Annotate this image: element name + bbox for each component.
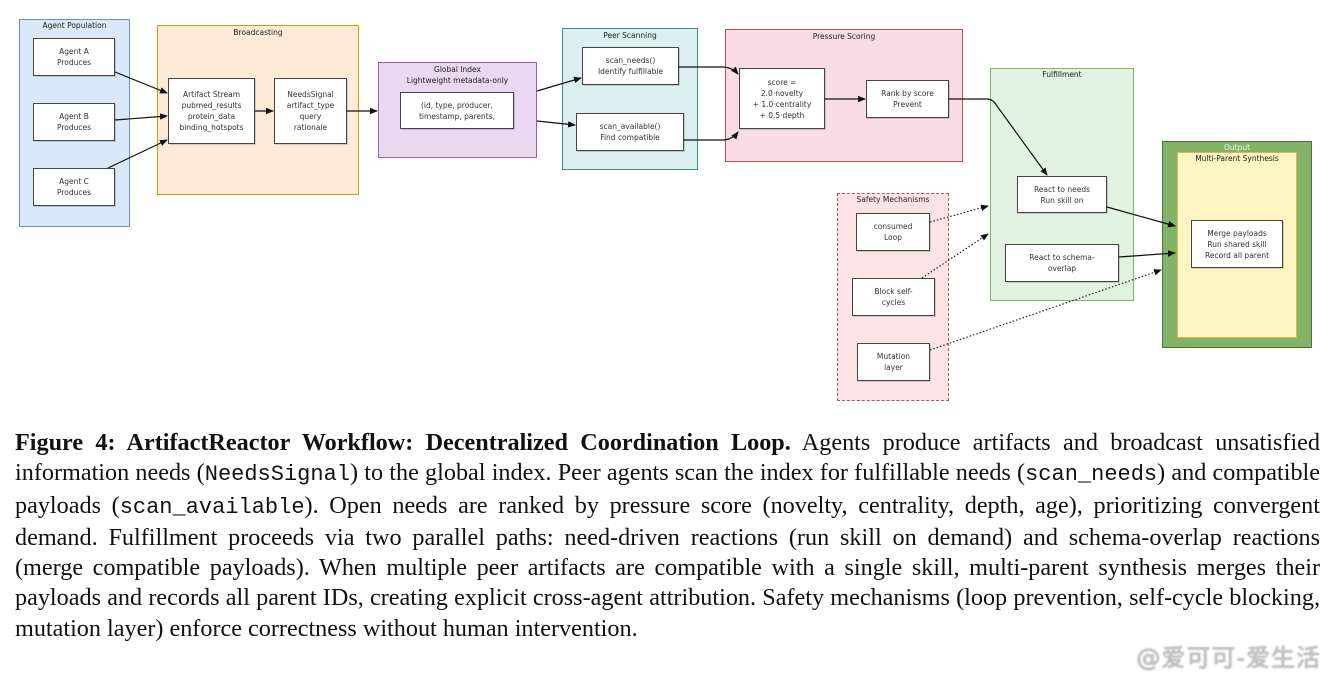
- caption-code: scan_needs: [1025, 462, 1158, 488]
- node-label: Agent B Produces: [57, 111, 91, 133]
- group-title: Broadcasting: [233, 28, 283, 37]
- node-agent-a: Agent A Produces: [33, 38, 115, 76]
- group-title: Safety Mechanisms: [856, 195, 930, 204]
- group-title: Pressure Scoring: [812, 32, 876, 41]
- node-index-fields: (id, type, producer,timestamp, parents,: [400, 92, 514, 129]
- figure-caption: Figure 4: ArtifactReactor Workflow: Dece…: [15, 428, 1320, 644]
- caption-text: Agents produce artifacts and broadcast u…: [15, 429, 1320, 487]
- node-label-line: rationale: [293, 123, 328, 132]
- node-label-line: artifact_type: [286, 101, 335, 110]
- node-label-line: layer: [884, 363, 903, 372]
- node-label: Agent A Produces: [57, 46, 91, 68]
- node-mutation-layer: Mutation layer: [857, 343, 930, 381]
- node-label-line: 2.0·novelty: [760, 88, 804, 98]
- caption-label: Figure 4: ArtifactReactor Workflow: Dece…: [15, 429, 791, 456]
- node-label-line: + 1.0·centrality: [752, 99, 812, 109]
- node-label: Agent C Produces: [57, 176, 91, 198]
- caption-text: ) and compatible payloads (: [15, 459, 1320, 519]
- node-label: scan_available() Find compatible: [600, 121, 661, 143]
- group-title: Peer Scanning: [603, 31, 657, 40]
- node-label-line: Record all parent: [1204, 250, 1270, 260]
- node-label-line: Produces: [56, 123, 92, 132]
- node-label-line: Run shared skill: [1207, 239, 1267, 249]
- node-agent-c: Agent C Produces: [33, 168, 115, 206]
- node-react-to-schema-overlap: React to schema-overlap: [1005, 244, 1119, 282]
- node-label-line: pubmed_results: [181, 101, 242, 110]
- caption-text: ). Open needs are ranked by pressure sco…: [15, 491, 1320, 642]
- node-label: scan_needs() Identify fulfillable: [598, 55, 663, 77]
- group-title: Output: [1223, 143, 1251, 152]
- node-block-self-cycles: Block self-cycles: [852, 278, 935, 316]
- caption-text: ) to the global index. Peer agents scan …: [349, 459, 1026, 487]
- node-scan-available: scan_available() Find compatible: [576, 113, 684, 151]
- node-label: Artifact Stream pubmed_results protein_dat…: [179, 89, 243, 133]
- node-label-line: + 0.5·depth: [759, 110, 805, 120]
- node-label-line: scan_available(): [599, 122, 661, 131]
- node-label-line: Identify fulfillable: [597, 67, 664, 76]
- node-label-line: Artifact Stream: [182, 90, 241, 99]
- node-label-line: query: [299, 112, 322, 121]
- node-label-line: timestamp, parents,: [418, 111, 496, 121]
- group-subtitle: Lightweight metadata-only: [406, 76, 509, 85]
- watermark: @爱可可-爱生活: [1136, 644, 1321, 672]
- node-label-line: binding_hotspots: [179, 123, 244, 132]
- node-label-line: Agent B: [59, 112, 89, 121]
- node-label: React to schema-overlap: [1029, 252, 1094, 274]
- node-label-line: consumed: [873, 222, 913, 231]
- caption-code: scan_available: [119, 494, 305, 520]
- node-label-line: Loop: [884, 233, 902, 242]
- node-label: (id, type, producer,timestamp, parents,: [419, 100, 495, 122]
- node-label-line: NeedsSignal: [287, 90, 334, 99]
- node-label-line: protein_data: [187, 112, 236, 121]
- node-score-formula: score =2.0·novelty+ 1.0·centrality+ 0.5·…: [739, 68, 825, 129]
- group-title: Multi-Parent Synthesis: [1195, 154, 1279, 163]
- group-title: Global Index: [434, 65, 481, 74]
- node-label-line: Agent A: [59, 47, 89, 56]
- node-agent-b: Agent B Produces: [33, 103, 115, 141]
- node-label-line: overlap: [1047, 264, 1077, 273]
- node-label-line: Run skill on: [1040, 195, 1084, 205]
- node-label-line: React to needs: [1033, 184, 1091, 194]
- caption-code: NeedsSignal: [204, 462, 350, 488]
- node-label-line: cycles: [881, 298, 906, 307]
- node-label-line: Prevent: [893, 100, 922, 109]
- group-title: Fulfillment: [1042, 70, 1082, 79]
- workflow-diagram: Agent Population Agent A Produces Agent B…: [19, 19, 1312, 401]
- node-label-line: Produces: [56, 188, 92, 197]
- node-label-line: Block self-: [874, 287, 913, 296]
- node-label-line: Agent C: [59, 177, 89, 186]
- node-label-line: Find compatible: [600, 133, 660, 142]
- node-label-line: score =: [767, 77, 797, 87]
- node-label-line: (id, type, producer,: [420, 100, 494, 110]
- node-label-line: Rank by score: [881, 89, 934, 98]
- node-label-line: scan_needs(): [605, 56, 656, 65]
- node-label: Block self-cycles: [874, 286, 912, 308]
- node-artifact-stream: Artifact Stream pubmed_results protein_dat…: [168, 78, 255, 144]
- node-label: Mutation layer: [877, 351, 910, 373]
- node-label-line: Merge payloads: [1207, 228, 1267, 238]
- group-title: Agent Population: [42, 21, 107, 30]
- node-label-line: Produces: [56, 58, 92, 67]
- node-scan-needs: scan_needs() Identify fulfillable: [582, 47, 679, 85]
- node-label-line: Mutation: [876, 352, 911, 361]
- node-label-line: React to schema-: [1029, 253, 1095, 262]
- node-label: score =2.0·novelty+ 1.0·centrality+ 0.5·…: [753, 77, 812, 121]
